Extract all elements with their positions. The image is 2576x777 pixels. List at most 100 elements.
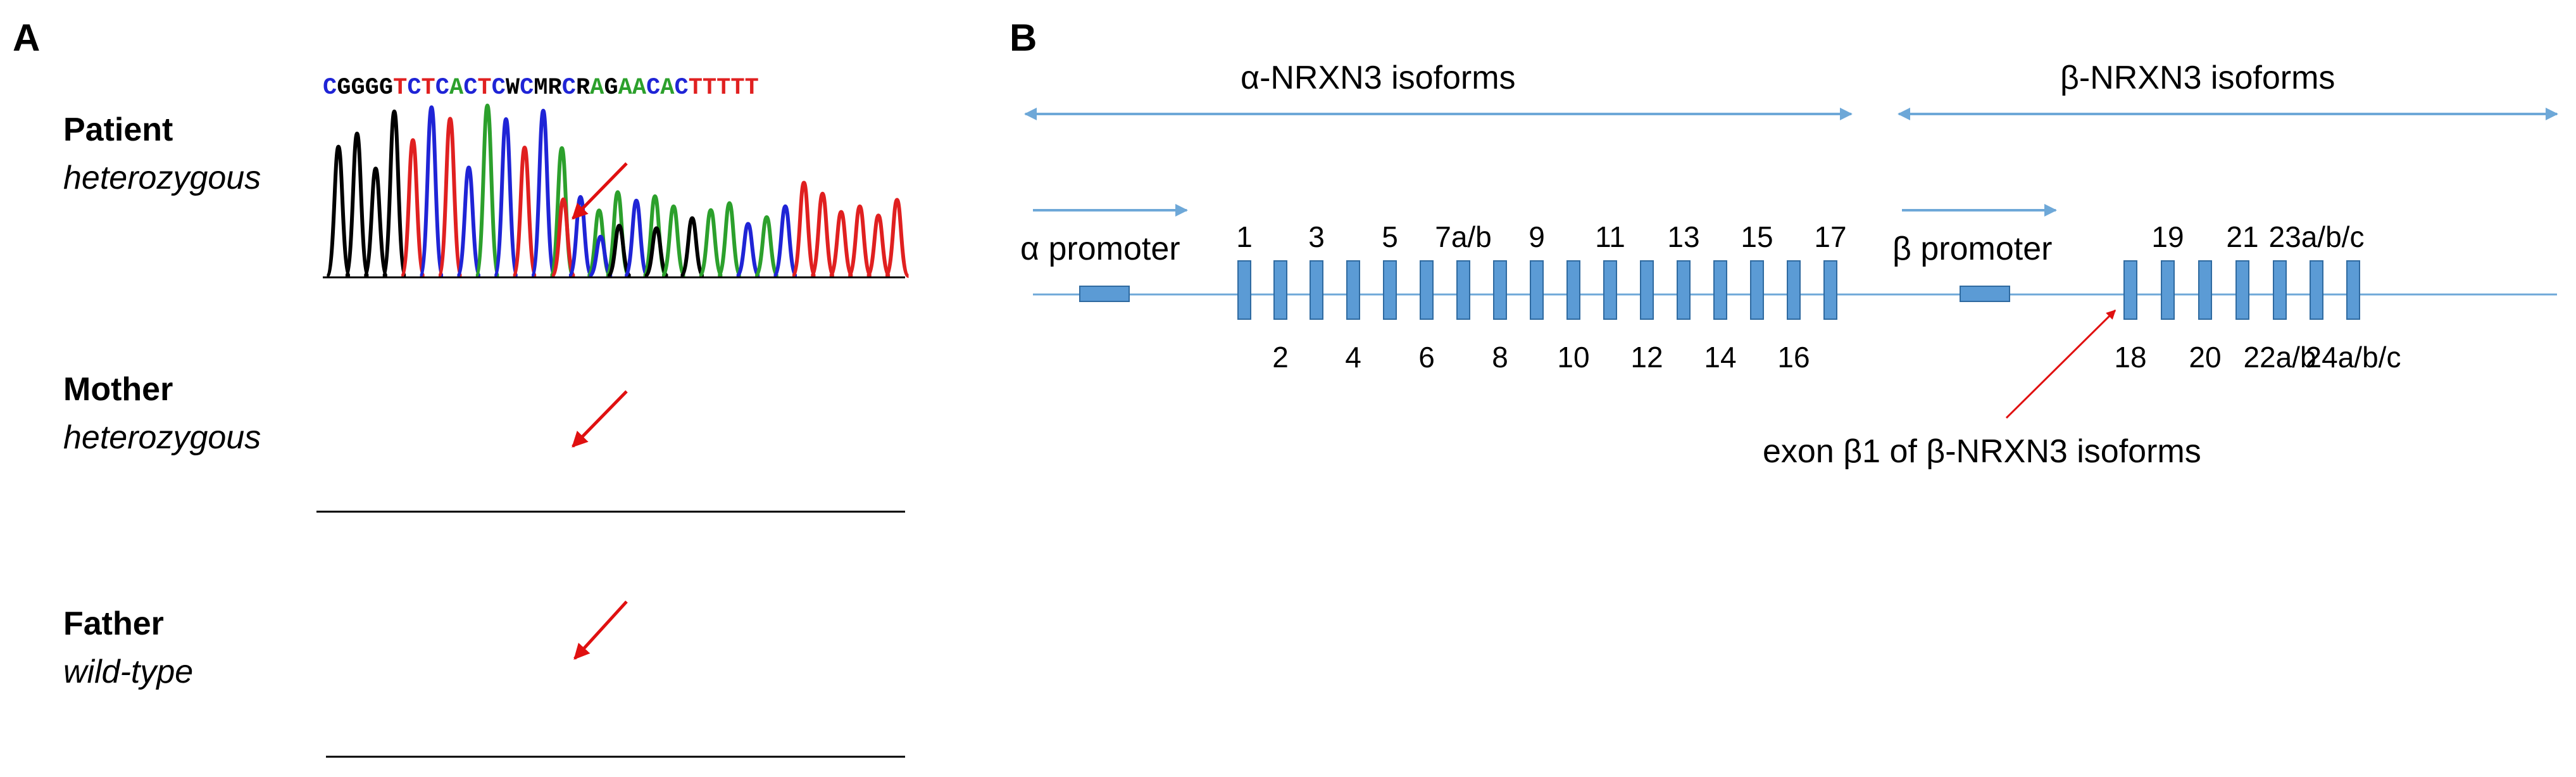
exon-box — [1346, 260, 1360, 320]
trace-peak — [865, 213, 892, 278]
trace-peak — [846, 204, 873, 278]
trace-peak — [827, 210, 855, 278]
exon-number: 6 — [1418, 341, 1435, 374]
exon-box — [2161, 260, 2175, 320]
alpha-isoforms-label: α-NRXN3 isoforms — [1241, 60, 1516, 96]
alpha-promoter-box — [1079, 286, 1130, 302]
exon-box — [2235, 260, 2249, 320]
chromatogram-trace — [325, 103, 911, 278]
exon-number: 10 — [1557, 341, 1589, 374]
trace-peak — [790, 180, 818, 278]
exon-number: 7a/b — [1435, 220, 1492, 253]
exon-box — [2198, 260, 2212, 320]
exon-number: 11 — [1595, 220, 1625, 253]
exon-box — [1787, 260, 1801, 320]
exon-number: 21 — [2226, 220, 2258, 253]
exon-box — [2346, 260, 2360, 320]
trace-peak — [884, 198, 911, 278]
panel-label-a: A — [13, 16, 40, 59]
exon-box — [1310, 260, 1323, 320]
exon-number: 24a/b/c — [2306, 341, 2401, 374]
exon-number: 9 — [1529, 220, 1545, 253]
trace-peak — [399, 138, 427, 278]
exon-box — [1237, 260, 1251, 320]
sample-genotype: wild-type — [63, 654, 193, 690]
trace-peak — [754, 215, 780, 278]
trace-peak — [772, 204, 799, 278]
exon-beta1-arrow — [2005, 309, 2116, 419]
trace-peak — [549, 197, 577, 278]
trace-peak — [511, 145, 539, 278]
exon-number: 19 — [2151, 220, 2184, 253]
exon-number: 17 — [1814, 220, 1846, 253]
sample-name: Father — [63, 605, 164, 642]
alpha-promoter-label: α promoter — [1020, 231, 1180, 267]
trace-peak — [660, 204, 687, 278]
sample-name: Patient — [63, 111, 173, 148]
exon-beta1-annotation: exon β1 of β-NRXN3 isoforms — [1763, 433, 2201, 470]
exon-number: 8 — [1492, 341, 1508, 374]
sample-mother: Mother heterozygous — [63, 371, 905, 513]
beta-promoter-label: β promoter — [1892, 231, 2052, 267]
exon-number: 15 — [1741, 220, 1773, 253]
trace-peak — [735, 222, 761, 278]
trace-peak — [492, 117, 520, 278]
exon-number: 23a/b/c — [2269, 220, 2365, 253]
trace-peak — [644, 226, 670, 278]
exon-box — [1566, 260, 1580, 320]
trace-peak — [473, 103, 501, 278]
mutation-arrow — [572, 390, 628, 448]
beta-isoforms-label: β-NRXN3 isoforms — [2060, 60, 2335, 96]
exon-box — [1530, 260, 1544, 320]
exon-box — [2123, 260, 2137, 320]
sample-genotype: heterozygous — [63, 160, 261, 196]
trace-peak — [809, 191, 836, 278]
exon-box — [1603, 260, 1617, 320]
exon-number: 1 — [1236, 220, 1253, 253]
trace-peak — [530, 108, 557, 278]
sample-patient: Patient heterozygous CGGGGTCTCACTCWCMRCR… — [63, 75, 911, 279]
trace-peak — [455, 165, 482, 278]
exon-box — [1420, 260, 1434, 320]
exon-number: 18 — [2114, 341, 2146, 374]
exon-box — [2310, 260, 2323, 320]
trace-peak — [679, 216, 705, 278]
exon-number: 20 — [2189, 341, 2221, 374]
trace-peak — [362, 167, 389, 278]
exon-number: 22a/b — [2243, 341, 2316, 374]
trace-peak — [437, 117, 464, 278]
trace-peak — [623, 198, 650, 278]
exon-number: 4 — [1345, 341, 1361, 374]
sample-father: Father wild-type — [63, 600, 905, 758]
exon-box — [1677, 260, 1691, 320]
exon-number: 16 — [1777, 341, 1810, 374]
exon-box — [1713, 260, 1727, 320]
exon-number: 5 — [1382, 220, 1398, 253]
exon-box — [1750, 260, 1764, 320]
exon-number: 12 — [1630, 341, 1663, 374]
exon-box — [2273, 260, 2287, 320]
exon-box — [1383, 260, 1397, 320]
exon-box — [1640, 260, 1654, 320]
exon-box — [1273, 260, 1287, 320]
trace-peak — [380, 109, 408, 278]
trace-peak — [566, 194, 594, 278]
sample-name: Mother — [63, 371, 173, 408]
mutation-arrow — [572, 162, 628, 220]
trace-peak — [418, 105, 446, 278]
exon-box — [1493, 260, 1507, 320]
beta-promoter-box — [1960, 286, 2010, 302]
mutation-arrow — [573, 600, 628, 660]
trace-peak — [698, 208, 724, 278]
trace-peak — [343, 131, 371, 278]
trace-peak — [588, 234, 613, 278]
exon-number: 14 — [1704, 341, 1736, 374]
exon-box — [1456, 260, 1470, 320]
sample-genotype: heterozygous — [63, 419, 261, 456]
exon-number: 3 — [1308, 220, 1325, 253]
base-call-sequence: CGGGGTCTCACTCWCMRCRAGAACACTTTTT — [323, 75, 759, 101]
trace-peak — [325, 144, 352, 278]
trace-peak — [716, 201, 743, 278]
trace-peak — [606, 224, 632, 278]
